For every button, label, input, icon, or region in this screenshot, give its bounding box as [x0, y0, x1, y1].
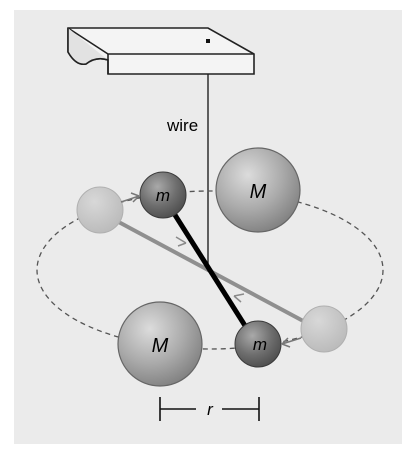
orbit-path — [36, 190, 384, 350]
arrow-lower-beam — [233, 293, 245, 303]
large-mass-lower — [117, 301, 203, 387]
deflected-beam — [160, 194, 259, 345]
wire-anchor-dot — [206, 39, 210, 43]
small-mass-upper — [139, 171, 187, 219]
arrow-orbit-bottom — [281, 337, 302, 348]
support-block — [67, 27, 255, 75]
ghost-mass-left — [76, 186, 124, 234]
arrow-orbit-top — [120, 192, 140, 203]
small-mass-lower — [234, 320, 282, 368]
distance-marker — [159, 397, 260, 421]
large-mass-upper-label: M — [250, 181, 267, 203]
large-mass-lower-label: M — [152, 335, 169, 357]
large-mass-upper — [215, 147, 301, 233]
arrow-upper-beam — [175, 236, 187, 247]
small-mass-lower-label: m — [253, 335, 267, 354]
ghost-mass-right — [300, 305, 348, 353]
small-mass-upper-label: m — [156, 186, 170, 205]
wire-label: wire — [166, 116, 198, 135]
distance-label: r — [207, 400, 214, 419]
